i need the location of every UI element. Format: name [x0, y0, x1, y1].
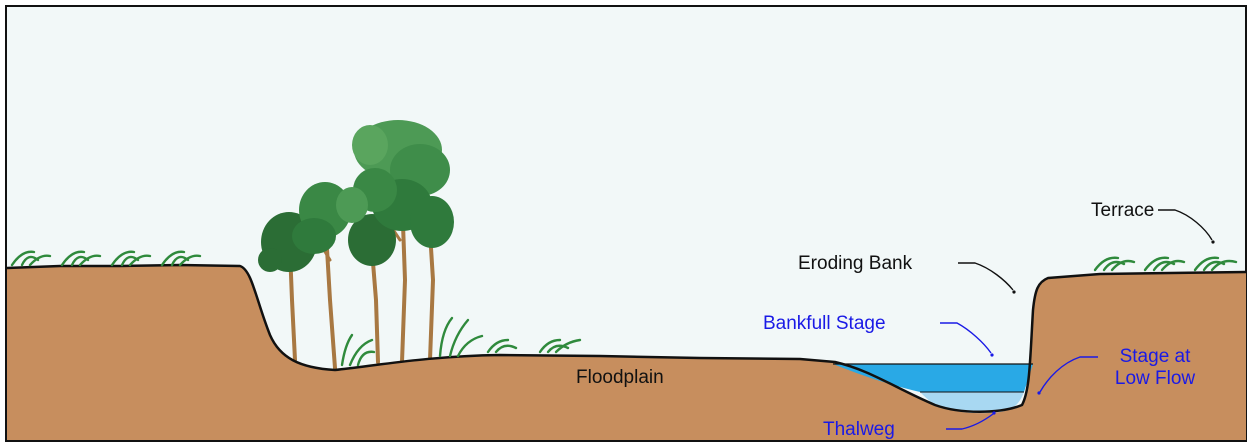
stage-at-low-flow-line1: Stage at [1100, 346, 1210, 368]
eroding-bank-label: Eroding Bank [798, 253, 912, 275]
bankfull-stage-label: Bankfull Stage [763, 313, 886, 335]
stage-at-low-flow-line2: Low Flow [1100, 368, 1210, 390]
thalweg-label: Thalweg [823, 419, 895, 441]
stage-at-low-flow-label: Stage at Low Flow [1100, 346, 1210, 390]
terrace-label: Terrace [1091, 200, 1154, 222]
floodplain-label: Floodplain [576, 367, 664, 389]
